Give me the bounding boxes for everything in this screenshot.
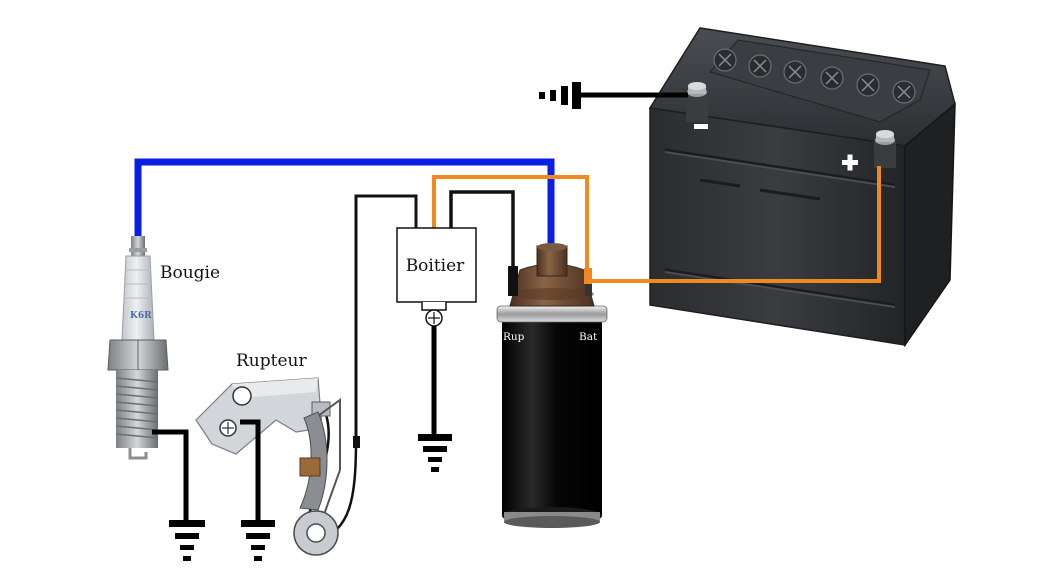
breaker [195, 377, 341, 556]
battery-ground-icon [539, 82, 688, 109]
fiber-block [299, 457, 321, 477]
battery [648, 27, 956, 348]
plug-ground-icon [152, 429, 205, 561]
module-ground-icon [418, 326, 452, 472]
rup-terminal [508, 266, 518, 296]
breaker-label: Rupteur [236, 351, 307, 371]
module-to-coil-wire [449, 190, 515, 270]
hv-wire [134, 158, 555, 250]
module-label: Boitier [406, 256, 465, 276]
positive-terminal [874, 130, 896, 168]
ignition-coil: Rup Bat [496, 243, 608, 528]
breaker-ground-icon [240, 419, 275, 561]
plug-marking: K6R [130, 311, 152, 321]
breaker-to-module-wire [354, 194, 418, 440]
bat-terminal [584, 268, 592, 284]
plus-symbol [842, 154, 858, 171]
spark-plug-label: Bougie [160, 263, 220, 283]
ignition-module: Boitier [396, 227, 477, 327]
negative-terminal [686, 82, 708, 122]
coil-rup-label: Rup [503, 331, 525, 343]
minus-symbol [694, 124, 708, 129]
battery-wire [432, 166, 881, 283]
spark-plug: K6R [107, 236, 169, 460]
coil-bat-label: Bat [579, 331, 598, 343]
